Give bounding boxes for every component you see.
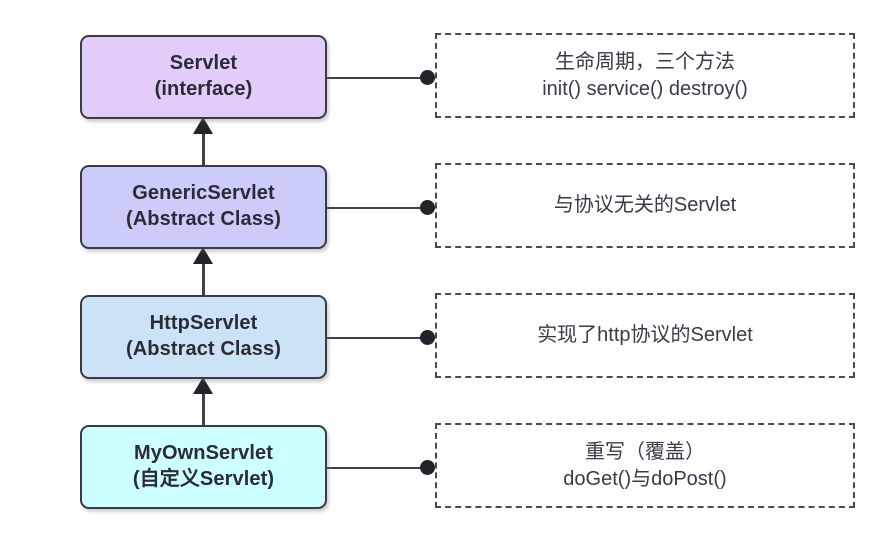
note-box-myownservlet-line1: 重写（覆盖） [585,440,705,463]
note-connector-dot-genericservlet [420,200,435,215]
note-box-servlet-line2: init() service() destroy() [542,77,748,100]
class-box-httpservlet-name: HttpServlet [149,312,258,335]
note-connector-genericservlet [327,207,435,209]
class-box-genericservlet-stereotype: (Abstract Class) [126,208,281,230]
note-box-servlet-line1: 生命周期，三个方法 [555,50,735,73]
class-box-myownservlet-stereotype: (自定义Servlet) [132,468,275,490]
class-box-servlet-stereotype: (interface) [154,78,253,100]
note-connector-dot-servlet [420,70,435,85]
inheritance-arrow-httpservlet-to-genericservlet [202,258,205,296]
class-box-servlet-name: Servlet [169,52,238,75]
inheritance-arrowhead-myownservlet-to-httpservlet [193,377,213,394]
class-box-servlet[interactable]: Servlet (interface) [80,35,327,119]
inheritance-arrow-genericservlet-to-servlet [202,128,205,166]
class-box-genericservlet[interactable]: GenericServlet (Abstract Class) [80,165,327,249]
inheritance-arrowhead-genericservlet-to-servlet [193,117,213,134]
note-connector-dot-myownservlet [420,460,435,475]
note-box-genericservlet-line1: 与协议无关的Servlet [553,194,737,217]
note-box-genericservlet: 与协议无关的Servlet [435,163,855,248]
note-box-servlet: 生命周期，三个方法 init() service() destroy() [435,33,855,118]
inheritance-arrowhead-httpservlet-to-genericservlet [193,247,213,264]
note-box-myownservlet-line2: doGet()与doPost() [563,467,727,490]
class-box-myownservlet-name: MyOwnServlet [133,442,274,465]
note-connector-servlet [327,77,435,79]
note-connector-myownservlet [327,467,435,469]
inheritance-arrow-myownservlet-to-httpservlet [202,388,205,426]
note-box-httpservlet: 实现了http协议的Servlet [435,293,855,378]
note-box-httpservlet-line1: 实现了http协议的Servlet [537,324,753,347]
note-connector-dot-httpservlet [420,330,435,345]
class-box-httpservlet-stereotype: (Abstract Class) [126,338,281,360]
class-box-genericservlet-name: GenericServlet [132,182,275,205]
class-box-myownservlet[interactable]: MyOwnServlet (自定义Servlet) [80,425,327,509]
note-connector-httpservlet [327,337,435,339]
class-box-httpservlet[interactable]: HttpServlet (Abstract Class) [80,295,327,379]
note-box-myownservlet: 重写（覆盖） doGet()与doPost() [435,423,855,508]
